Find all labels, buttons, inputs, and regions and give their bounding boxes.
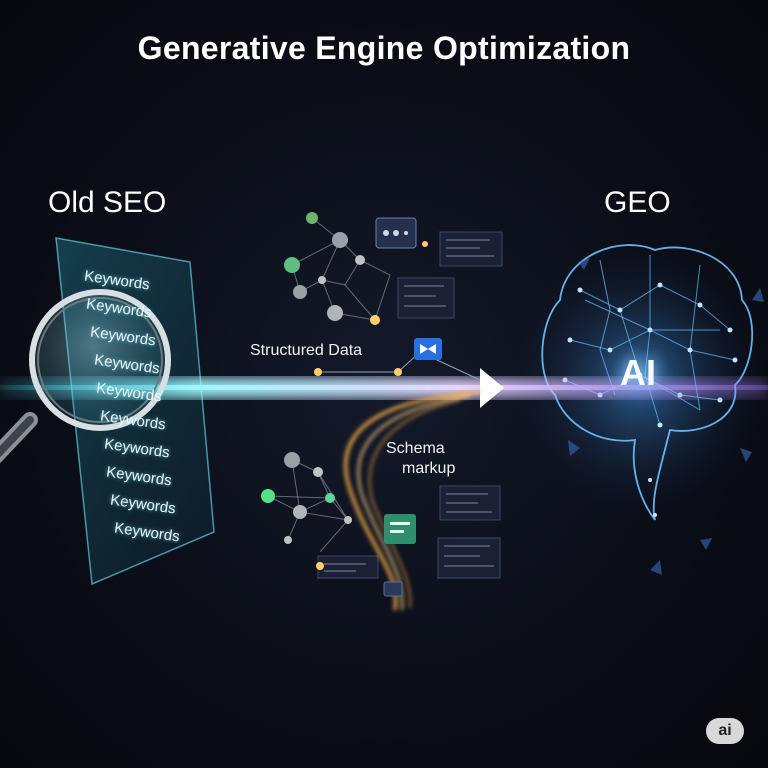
magnifier-icon xyxy=(0,289,171,464)
structured-data-icon xyxy=(414,338,442,360)
geo-label: GEO xyxy=(604,186,671,219)
bottom-network-nodes xyxy=(261,452,352,570)
structured-data-node xyxy=(394,368,402,376)
structured-data-label: Structured Data xyxy=(250,342,363,359)
small-card-icon xyxy=(383,581,403,597)
data-card xyxy=(375,217,417,249)
old-seo-label: Old SEO xyxy=(48,186,167,219)
ai-label: AI xyxy=(620,352,656,393)
floating-shards xyxy=(568,258,764,575)
page-title: Generative Engine Optimization xyxy=(137,30,631,66)
schema-label: Schema xyxy=(386,440,445,457)
ai-badge: ai xyxy=(706,718,744,744)
light-beam xyxy=(0,385,768,390)
markup-label: markup xyxy=(402,460,456,477)
top-network-nodes xyxy=(284,212,428,325)
schema-icon xyxy=(384,514,416,544)
code-snippet-lines xyxy=(324,239,494,572)
schema-stream xyxy=(344,390,481,611)
structured-data-line xyxy=(318,351,481,381)
arrow-head xyxy=(480,368,504,408)
structured-data-node xyxy=(314,368,322,376)
bottom-network xyxy=(267,459,349,553)
